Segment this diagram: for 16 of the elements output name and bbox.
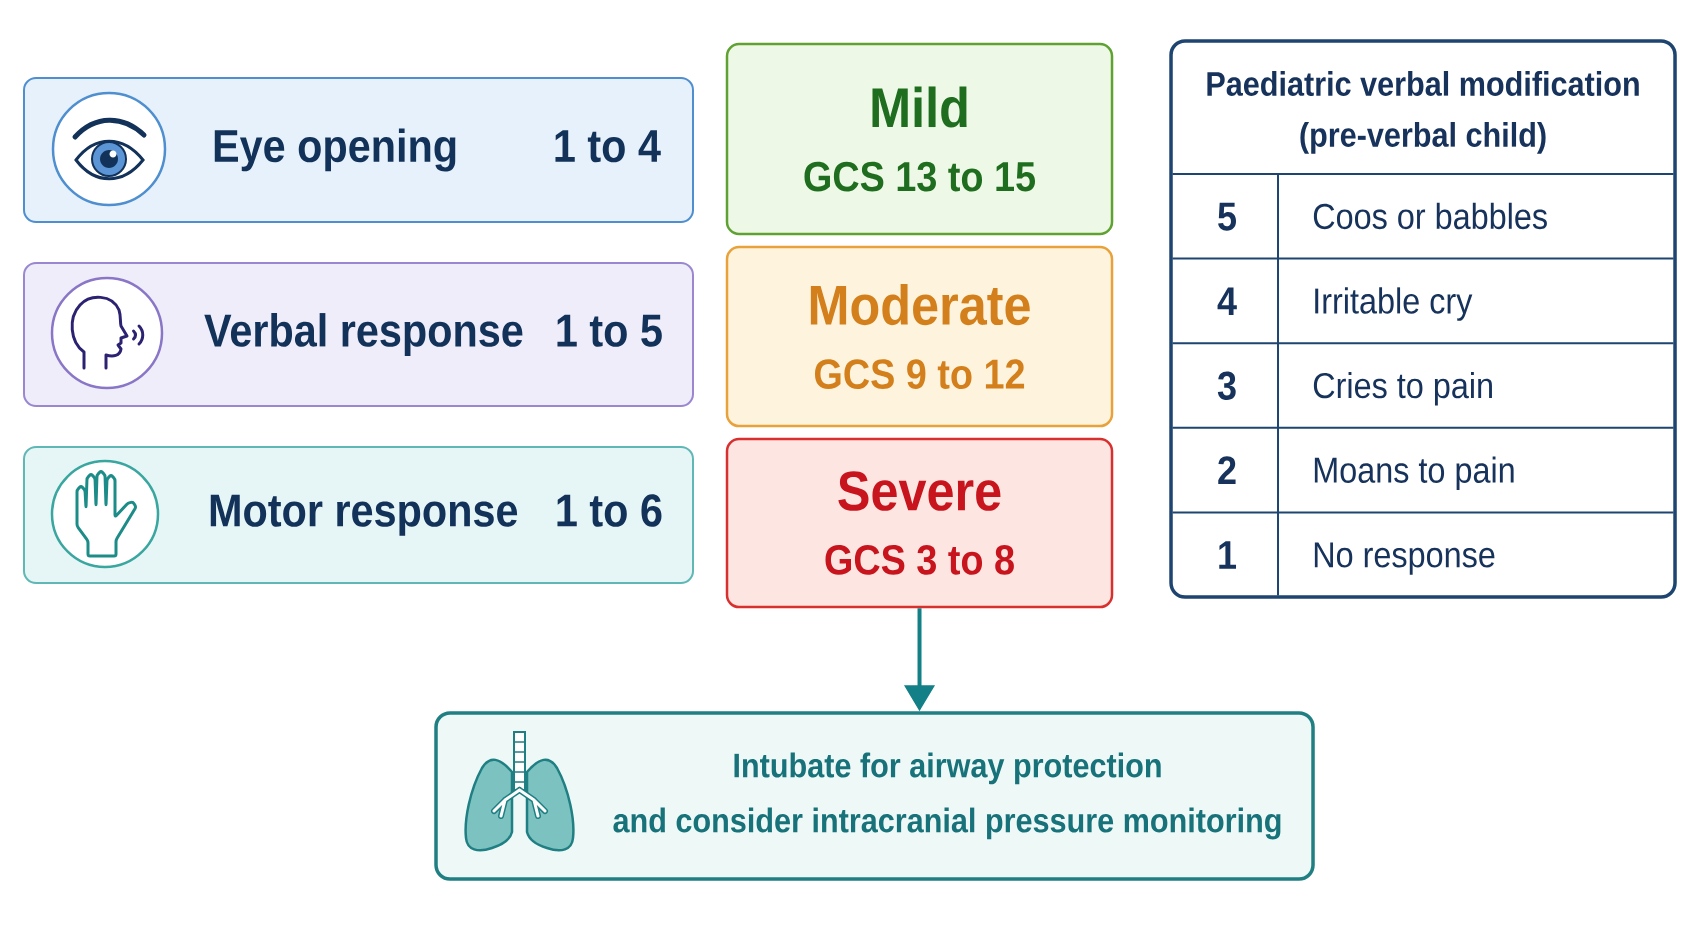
table-cell: Irritable cry (1315, 287, 1473, 321)
table-cell: 3 (1217, 371, 1236, 400)
table-cell: Cries to pain (1313, 371, 1492, 406)
score-box: Motor response 1 to 6 (23, 446, 694, 584)
severity-box: Severe GCS 3 to 8 (725, 437, 1114, 609)
table-cell: 2 (1218, 456, 1236, 485)
table-cell: Coos or babbles (1313, 202, 1547, 230)
severity-box: Moderate GCS 9 to 12 (725, 245, 1114, 428)
severity-box: Mild GCS 13 to 15 (725, 42, 1114, 236)
table-cell: 1 (1219, 541, 1236, 569)
action-box: Intubate for airway protection and consider intracranial pressure monitoring (434, 711, 1315, 881)
table-cell: Moans to pain (1314, 456, 1514, 491)
table-cell: 5 (1218, 202, 1236, 231)
score-box: Verbal response 1 to 5 (23, 262, 694, 407)
table-cell: No response (1314, 542, 1495, 575)
table-cell: 4 (1217, 287, 1237, 315)
